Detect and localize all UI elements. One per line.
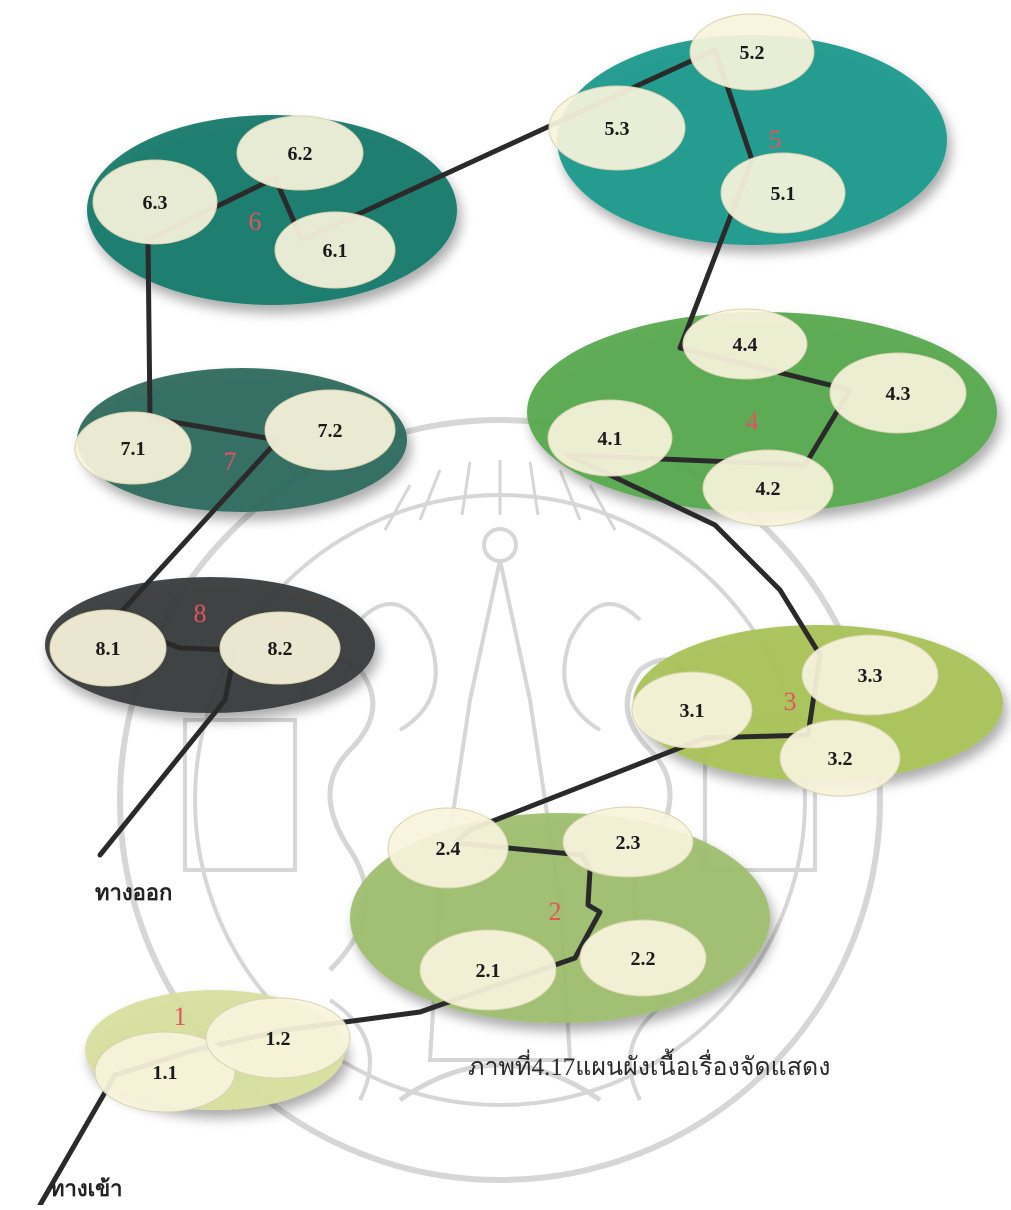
sub-area-label: 5.1 — [771, 183, 796, 205]
sub-area-label: 1.1 — [153, 1062, 178, 1084]
sub-area-label: 2.2 — [631, 948, 656, 970]
sub-area-label: 6.2 — [288, 143, 313, 165]
sub-area-label: 4.4 — [733, 334, 758, 356]
zone-number-label: 4 — [746, 407, 759, 436]
sub-area-2-4 — [387, 807, 509, 889]
sub-area-4-1 — [547, 399, 673, 477]
sub-area-8-1 — [49, 609, 167, 687]
sub-area-7-1 — [74, 411, 192, 485]
sub-area-label: 2.4 — [436, 838, 461, 860]
sub-area-4-2 — [702, 449, 834, 527]
sub-area-2-1 — [419, 929, 557, 1011]
sub-area-label: 6.3 — [143, 192, 168, 214]
exit-label: ทางออก — [95, 880, 172, 905]
zone-5-area — [557, 35, 947, 245]
sub-area-5-3 — [548, 85, 686, 171]
sub-area-label: 4.3 — [886, 383, 911, 405]
visitor-route-path — [37, 47, 853, 1208]
sub-area-4-4 — [682, 308, 808, 380]
sub-area-label: 5.2 — [740, 42, 765, 64]
zone-number-label: 8 — [194, 599, 207, 628]
zone-number-label: 1 — [174, 1002, 187, 1031]
sub-area-label: 4.1 — [598, 428, 623, 450]
sub-area-label: 8.1 — [96, 638, 121, 660]
sub-area-1-1 — [94, 1031, 236, 1113]
sub-area-label: 6.1 — [323, 240, 348, 262]
zone-number-label: 2 — [549, 897, 562, 926]
sub-area-label: 5.3 — [605, 118, 630, 140]
sub-area-label: 2.3 — [616, 832, 641, 854]
sub-area-8-2 — [219, 611, 341, 685]
sub-area-5-2 — [689, 13, 815, 91]
sub-area-6-3 — [92, 159, 218, 245]
sub-area-label: 3.1 — [680, 700, 705, 722]
sub-area-6-1 — [274, 211, 396, 289]
zone-number-label: 6 — [249, 207, 262, 236]
sub-area-label: 4.2 — [756, 478, 781, 500]
sub-area-7-2 — [264, 389, 396, 471]
sub-area-2-2 — [579, 919, 707, 997]
sub-area-label: 1.2 — [266, 1028, 291, 1050]
sub-area-1-2 — [205, 997, 351, 1079]
sub-area-label: 7.2 — [318, 420, 343, 442]
sub-area-3-1 — [631, 671, 753, 749]
sub-area-2-3 — [562, 806, 694, 878]
sub-area-label: 8.2 — [268, 638, 293, 660]
sub-area-3-3 — [801, 634, 939, 716]
zone-number-label: 3 — [784, 687, 797, 716]
sub-area-3-2 — [779, 719, 901, 797]
sub-area-4-3 — [829, 352, 967, 434]
sub-area-label: 7.1 — [121, 438, 146, 460]
sub-area-label: 2.1 — [476, 960, 501, 982]
zone-number-label: 7 — [224, 447, 237, 476]
figure-caption: ภาพที่4.17แผนผังเนื้อเรื่องจัดแสดง — [468, 1048, 830, 1081]
zone-number-label: 5 — [769, 125, 782, 154]
entrance-label: ทางเข้า — [50, 1176, 123, 1201]
sub-area-label: 3.2 — [828, 748, 853, 770]
sub-area-label: 3.3 — [858, 665, 883, 687]
sub-area-6-2 — [236, 115, 364, 191]
sub-area-5-1 — [720, 152, 846, 234]
